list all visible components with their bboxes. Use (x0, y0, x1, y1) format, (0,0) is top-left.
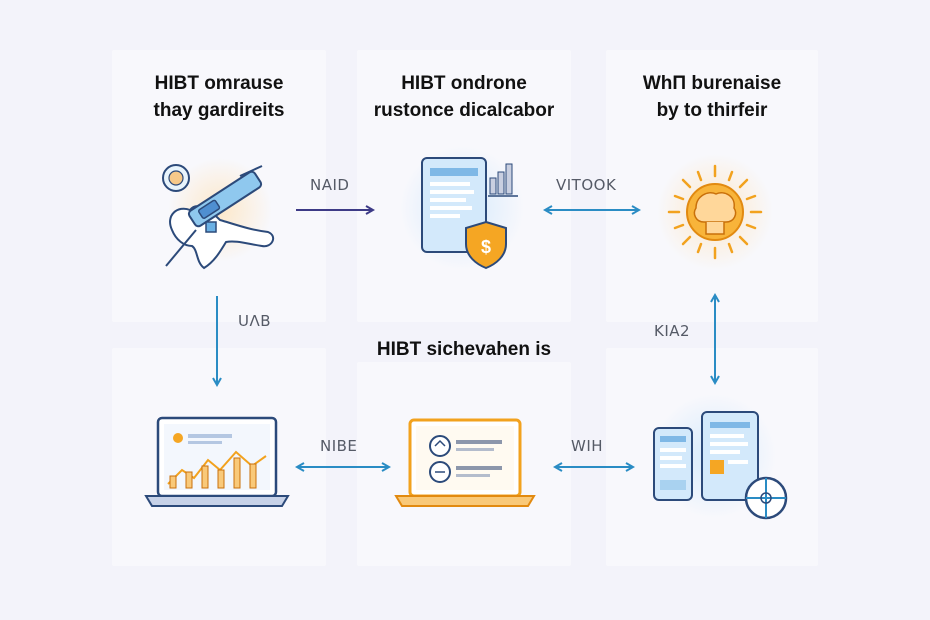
panel-2-title-line-2: rustonce dicalcabor (373, 100, 555, 121)
arrow-label-1: NAID (310, 176, 350, 194)
svg-text:$: $ (481, 237, 491, 257)
arrow-label-3: UΛB (238, 312, 272, 330)
arrow-label-4: KIA2 (654, 322, 691, 340)
laptop-chart-icon (144, 416, 290, 507)
document-shield-icon: $ (400, 146, 524, 270)
arrow-label-5: NIBE (320, 437, 358, 455)
center-title: HIBT sichevahen is (376, 339, 552, 360)
laptop-document-icon (394, 418, 536, 507)
sun-brain-icon (657, 154, 773, 270)
arrow-label-2: VITOOK (556, 176, 617, 194)
panel-1-title: HIBT omrause thay gardireits (112, 70, 326, 124)
panel-2-title-line-1: HIBT ondrone (401, 73, 527, 94)
devices-crosshair-icon (652, 394, 788, 520)
wrench-tool-icon (162, 158, 275, 270)
panel-3-title: WhΠ burenaise by to thirfeir (606, 70, 818, 124)
panel-3-title-line-2: by to thirfeir (656, 100, 768, 121)
arrow-label-6: WIH (571, 437, 604, 455)
panel-1-title-line-2: thay gardireits (153, 100, 285, 121)
panel-1-title-line-1: HIBT omrause (154, 73, 284, 94)
panel-2-title: HIBT ondrone rustonce dicalcabor (357, 70, 571, 124)
panel-3-title-line-1: WhΠ burenaise (642, 73, 782, 94)
